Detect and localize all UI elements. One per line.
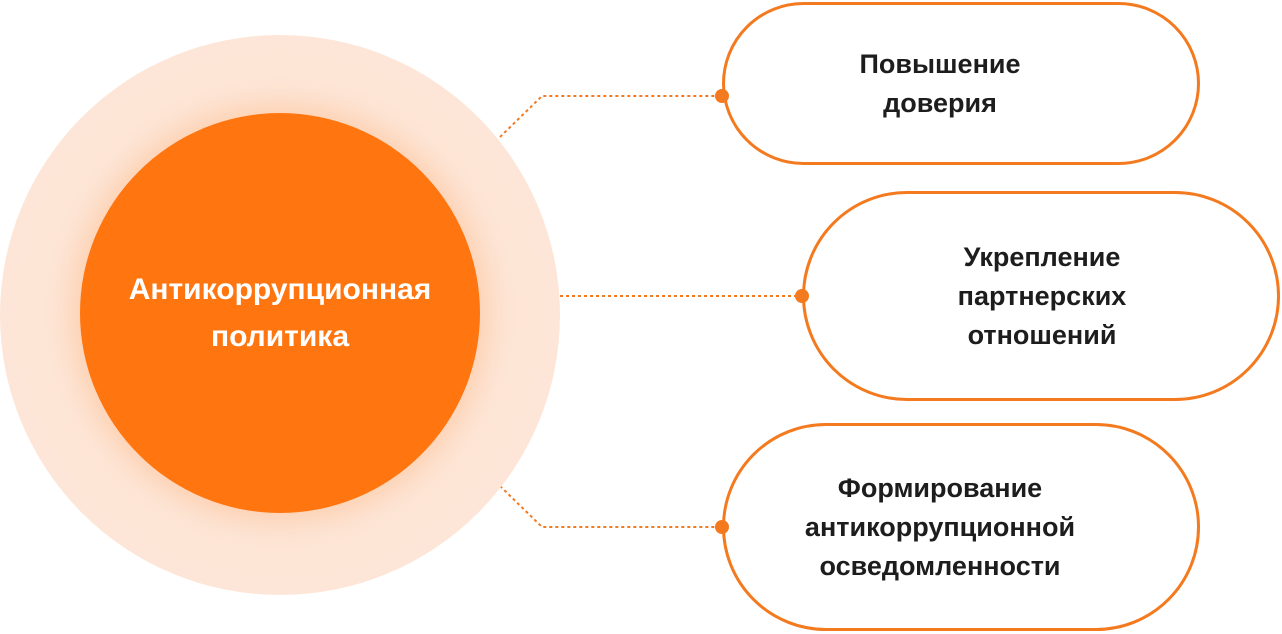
connector-dot-top — [715, 89, 729, 103]
branch-label-line: отношений — [967, 319, 1117, 350]
branch-label-line: партнерских — [957, 280, 1127, 311]
branch-label: Повышение доверия — [790, 45, 1090, 123]
center-node-label: Антикоррупционная политика — [90, 266, 470, 360]
branch-label: Укрепление партнерских отношений — [892, 238, 1192, 355]
center-label-line-1: Антикоррупционная — [128, 273, 432, 306]
connector-dot-middle — [795, 289, 809, 303]
branch-node-awareness: Формирование антикоррупционной осведомле… — [722, 423, 1200, 631]
connector-top — [499, 95, 722, 138]
center-label-line-2: политика — [210, 320, 350, 353]
branch-node-trust: Повышение доверия — [722, 2, 1200, 165]
branch-label-line: Формирование — [837, 472, 1043, 503]
branch-label-line: антикоррупционной — [804, 511, 1076, 542]
connector-bottom — [499, 485, 722, 528]
branch-label-line: доверия — [883, 87, 997, 118]
branch-label-line: Укрепление — [963, 241, 1121, 272]
branch-label: Формирование антикоррупционной осведомле… — [760, 469, 1120, 586]
branch-node-partnership: Укрепление партнерских отношений — [802, 191, 1280, 401]
branch-label-line: Повышение — [859, 48, 1021, 79]
center-node: Антикоррупционная политика — [80, 113, 480, 513]
connector-dot-bottom — [715, 520, 729, 534]
branch-label-line: осведомленности — [819, 550, 1061, 581]
